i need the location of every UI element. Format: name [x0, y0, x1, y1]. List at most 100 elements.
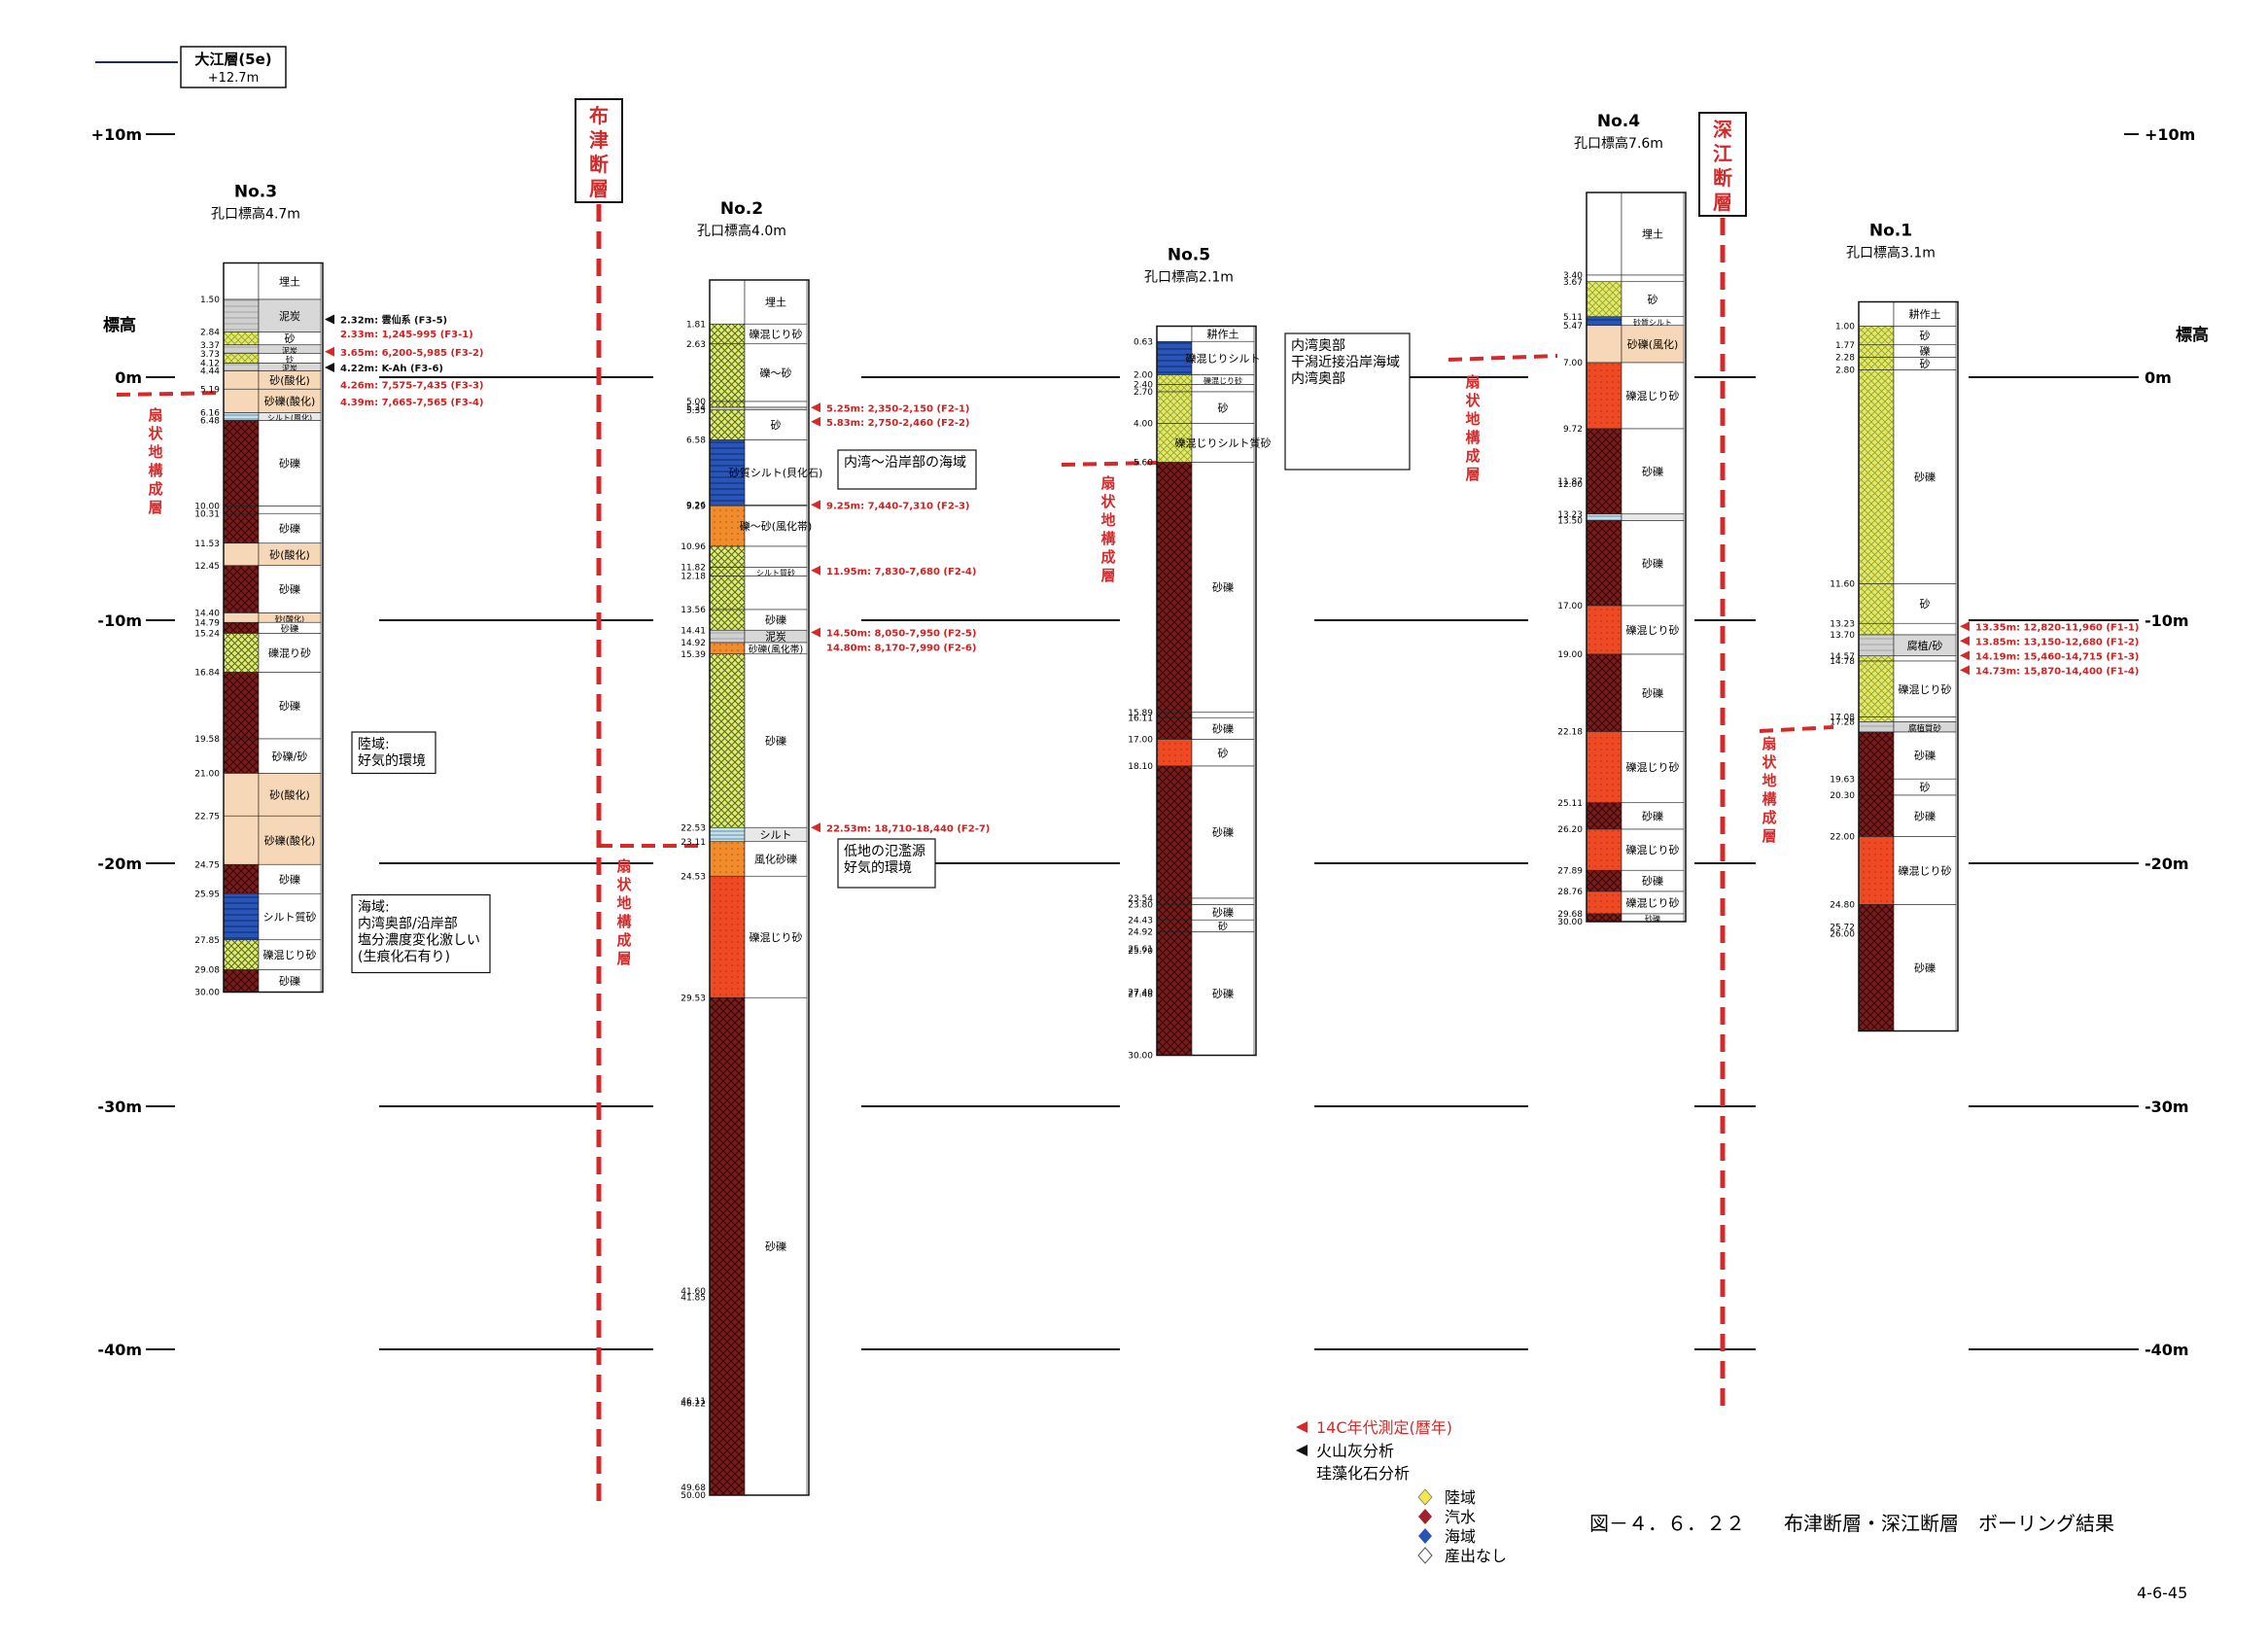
fan-label-char: 地 — [148, 443, 162, 461]
depth-label: 18.10 — [1128, 762, 1153, 772]
layer-label: 埋土 — [279, 275, 300, 288]
layer-description-cell — [258, 738, 322, 774]
strat-layer — [1586, 192, 1622, 276]
strat-layer — [709, 875, 746, 998]
layer-label: 泥炭 — [279, 310, 300, 323]
layer-label: 耕作土 — [1909, 307, 1941, 321]
sample-annotation: 3.65m: 6,200-5,985 (F3-2) — [340, 348, 484, 359]
top-legend-box — [180, 46, 287, 88]
borehole-outline — [1858, 300, 1959, 1032]
boreholes-layer: No.3孔口標高4.7m埋土泥炭砂泥炭砂泥炭砂(酸化)砂礫(酸化)シルト(風化)… — [194, 112, 2139, 1501]
depth-label: 30.00 — [194, 989, 220, 998]
tick-label-left: +10m — [91, 125, 142, 144]
elevation-label-left: 標高 — [103, 315, 136, 335]
sample-annotation: 14.73m: 15,870-14,400 (F1-4) — [1975, 666, 2139, 677]
strat-layer — [223, 892, 260, 941]
sample-annotation: 5.83m: 2,750-2,460 (F2-2) — [826, 418, 970, 429]
layer-description-cell — [744, 653, 808, 828]
fan-label-char: 構 — [148, 462, 162, 479]
environment-box — [351, 731, 436, 775]
depth-label: 14.92 — [680, 639, 706, 648]
depth-label: 11.82 — [680, 564, 706, 574]
borehole-outline — [709, 279, 810, 1496]
layer-label: 砂(酸化) — [275, 613, 304, 623]
strat-layer — [709, 409, 746, 440]
depth-label: 14.79 — [194, 618, 220, 628]
depth-label: 25.70 — [1128, 947, 1153, 957]
depth-label: 1.81 — [686, 320, 706, 330]
legend-land: 陸域 — [1445, 1488, 1476, 1507]
depth-label: 30.00 — [1128, 1052, 1153, 1062]
strat-layer — [223, 969, 260, 993]
layer-label: シルト質砂 — [263, 910, 317, 924]
legend-c14: 14C年代測定(暦年) — [1316, 1418, 1452, 1437]
environment-text: 好気的環境 — [844, 860, 912, 876]
layer-label: 砂 — [1920, 598, 1931, 611]
depth-label: 2.63 — [686, 340, 706, 350]
strat-layer — [223, 672, 260, 740]
layer-label: 礫〜砂 — [760, 366, 792, 379]
layer-label: 砂質シルト(貝化石) — [729, 466, 823, 479]
depth-label: 26.00 — [1830, 930, 1855, 940]
borehole-collar-elevation: 孔口標高4.7m — [211, 206, 300, 223]
depth-label: 24.53 — [680, 872, 706, 882]
c14-marker-icon — [1960, 665, 1970, 676]
strat-layer — [709, 323, 746, 345]
environment-text: 海域: — [358, 900, 390, 916]
depth-label: 27.48 — [1128, 991, 1153, 1000]
fan-label-char: 構 — [1100, 530, 1115, 547]
sample-annotation: 14.80m: 8,170-7,990 (F2-6) — [826, 644, 976, 654]
c14-marker-icon — [1960, 621, 1970, 632]
strat-layer — [1858, 660, 1895, 717]
strat-layer — [223, 298, 260, 332]
strat-layer — [1586, 802, 1622, 830]
layer-label: 礫〜砂(風化帯) — [740, 519, 813, 533]
depth-label: 29.68 — [1557, 910, 1583, 920]
fault-label-char: 津 — [589, 128, 609, 152]
fan-label-char: 扇 — [148, 406, 162, 424]
layer-label: 砂礫 — [1642, 874, 1663, 888]
depth-label: 6.16 — [200, 409, 220, 419]
depth-label: 21.00 — [194, 770, 220, 780]
strat-layer — [1156, 712, 1193, 718]
layer-label: 砂礫 — [1645, 914, 1660, 924]
layer-label: 礫混じりシルト — [1186, 351, 1261, 365]
layer-label: 砂礫 — [1914, 749, 1936, 762]
depth-label: 41.85 — [680, 1293, 706, 1303]
strat-layer — [223, 612, 260, 623]
sample-annotation: 22.53m: 18,710-18,440 (F2-7) — [826, 823, 990, 834]
layer-description-cell — [1893, 301, 1957, 327]
layer-description-cell — [1893, 716, 1957, 722]
fan-label-char: 地 — [616, 894, 631, 912]
layer-label: 砂 — [1920, 330, 1931, 342]
borehole-no2: No.2孔口標高4.0m埋土礫混じり砂礫〜砂砂砂質シルト(貝化石)礫〜砂(風化帯… — [680, 199, 990, 1501]
depth-label: 4.00 — [1134, 420, 1153, 430]
layer-label: 泥炭 — [765, 631, 786, 644]
depth-label: 24.75 — [194, 860, 220, 870]
layer-label: 礫混じり砂 — [1899, 864, 1952, 878]
depth-label: 3.40 — [1563, 271, 1583, 281]
borehole-name: No.2 — [720, 199, 763, 219]
layer-label: 礫混じり砂 — [263, 948, 317, 961]
sample-annotation: 4.39m: 7,665-7,565 (F3-4) — [340, 398, 484, 408]
fault-label-char: 深 — [1713, 118, 1732, 141]
c14-marker-icon — [811, 402, 820, 413]
depth-label: 0.63 — [1134, 337, 1153, 347]
depth-label: 14.40 — [194, 610, 220, 619]
fan-label-char: 状 — [148, 425, 163, 442]
layer-label: 砂礫(酸化) — [264, 833, 316, 847]
borehole-no3: No.3孔口標高4.7m埋土泥炭砂泥炭砂泥炭砂(酸化)砂礫(酸化)シルト(風化)… — [194, 183, 491, 998]
layer-label: 砂礫 — [1914, 471, 1936, 484]
borehole-no4: No.4孔口標高7.6m埋土砂砂質シルト砂礫(風化)礫混じり砂砂礫砂礫礫混じり砂… — [1557, 112, 1687, 927]
environment-text: 内湾奥部 — [1291, 370, 1345, 387]
depth-label: 25.72 — [1830, 924, 1855, 933]
layer-label: 礫混じり砂 — [1626, 623, 1680, 637]
volcanic-marker-icon — [1296, 1445, 1308, 1456]
layer-label: 砂礫(風化帯) — [749, 643, 803, 655]
layer-label: 砂 — [286, 355, 294, 365]
layer-label: 砂礫 — [1212, 580, 1234, 594]
legend-none: 産出なし — [1445, 1547, 1507, 1565]
depth-label: 2.84 — [200, 329, 220, 338]
layer-label: 腐植/砂 — [1907, 639, 1943, 652]
